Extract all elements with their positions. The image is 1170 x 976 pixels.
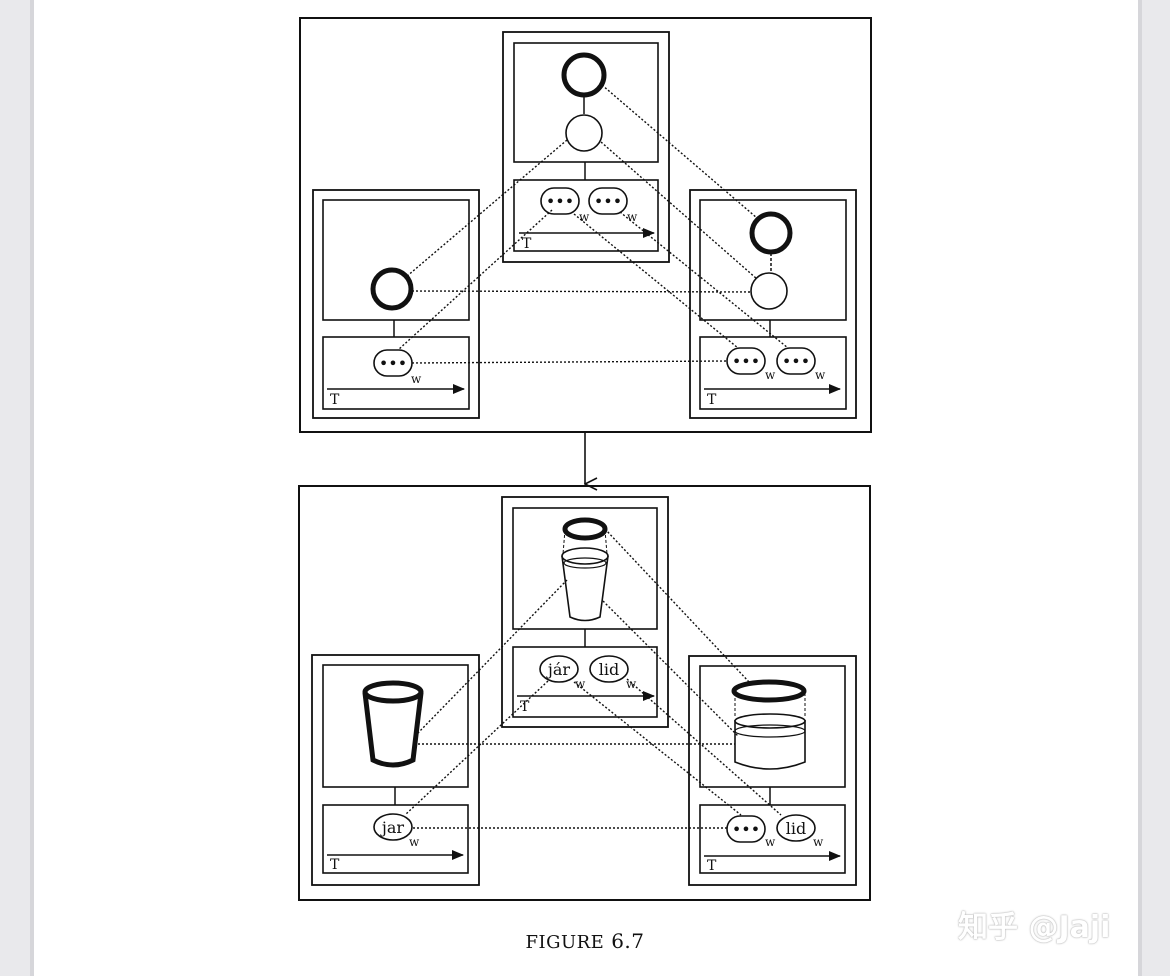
time-axis-label: T	[330, 392, 340, 408]
bottom-panel-concrete: jár w lid w T jar w T	[298, 485, 871, 901]
word-jar: jar	[380, 818, 405, 837]
word-subscript: w	[626, 677, 637, 691]
word-placeholder: •••	[379, 354, 407, 373]
glass-icon	[561, 517, 609, 622]
word-subscript: w	[575, 677, 586, 691]
word-subscript: w	[411, 372, 422, 386]
concept-node	[565, 114, 603, 152]
page-edge-right	[1138, 0, 1142, 976]
word-subscript: w	[627, 210, 638, 224]
word-jar-accent: jár	[546, 660, 571, 679]
figure-caption: FIGURE 6.7	[500, 929, 670, 953]
word-subscript: w	[813, 835, 824, 849]
jar-icon	[731, 679, 807, 770]
cup-icon	[362, 680, 424, 768]
concept-node-bold	[561, 52, 607, 98]
word-placeholder: •••	[732, 820, 760, 839]
time-axis-label: T	[520, 699, 530, 715]
top-panel-abstract: ••• w ••• w T ••• w T	[299, 17, 872, 433]
word-subscript: w	[409, 835, 420, 849]
concept-node	[750, 272, 788, 310]
time-axis-label: T	[522, 236, 532, 252]
top-right-module: ••• w ••• w T	[689, 189, 857, 419]
top-center-module: ••• w ••• w T	[502, 31, 670, 263]
word-placeholder: •••	[546, 192, 574, 211]
word-subscript: w	[765, 835, 776, 849]
caption-number: 6.7	[611, 929, 645, 953]
bottom-correspondence-lines	[404, 528, 782, 829]
time-axis-label: T	[330, 857, 340, 873]
top-correspondence-lines	[397, 84, 789, 364]
bottom-center-module: jár w lid w T	[501, 496, 669, 728]
bottom-right-module: ••• w lid w T	[688, 655, 857, 886]
page-edge-left	[30, 0, 34, 976]
watermark: 知乎 @Jaji	[958, 910, 1111, 945]
word-placeholder: •••	[594, 192, 622, 211]
time-axis-label: T	[707, 392, 717, 408]
caption-prefix: FIGURE	[525, 932, 605, 953]
word-placeholder: •••	[732, 352, 760, 371]
word-subscript: w	[765, 368, 776, 382]
bottom-left-module: jar w T	[311, 654, 480, 886]
time-axis-label: T	[707, 858, 717, 874]
word-placeholder: •••	[782, 352, 810, 371]
concept-node-bold	[749, 211, 793, 255]
word-lid: lid	[599, 660, 619, 679]
word-subscript: w	[579, 210, 590, 224]
top-left-module: ••• w T	[312, 189, 480, 419]
word-subscript: w	[815, 368, 826, 382]
concept-node-bold	[370, 267, 414, 311]
word-lid: lid	[786, 819, 806, 838]
